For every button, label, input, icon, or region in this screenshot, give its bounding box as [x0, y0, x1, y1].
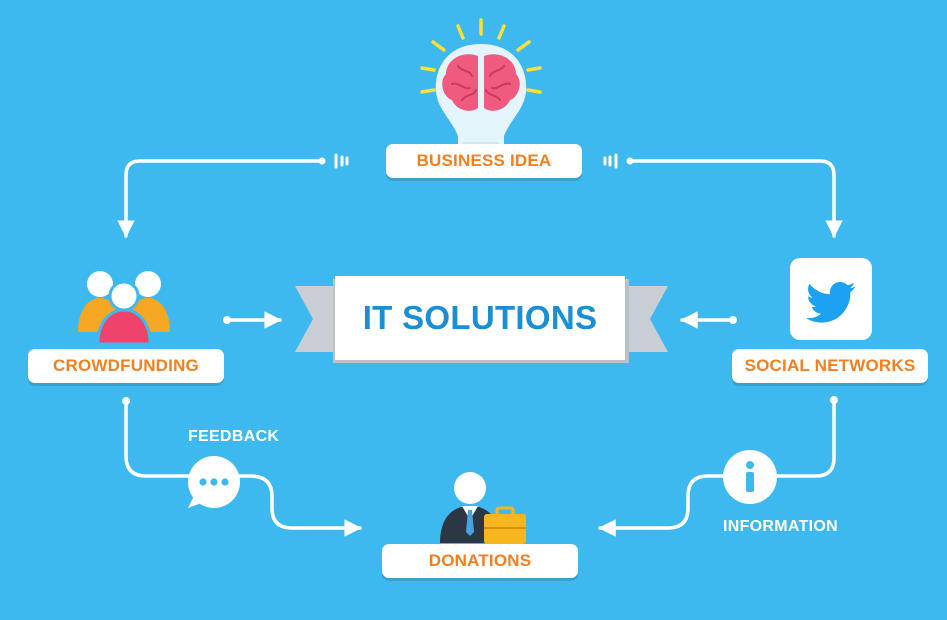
businessman-briefcase-icon — [440, 472, 526, 544]
social-networks-label: SOCIAL NETWORKS — [732, 349, 928, 383]
connector-idea-to-social — [630, 159, 843, 238]
donations-label: DONATIONS — [382, 544, 578, 578]
people-group-icon — [78, 271, 170, 346]
info-icon — [723, 450, 777, 504]
information-label: INFORMATION — [723, 518, 838, 535]
center-title: IT SOLUTIONS — [362, 299, 598, 336]
crowdfunding-label: CROWDFUNDING — [28, 349, 224, 383]
feedback-label: FEEDBACK — [188, 428, 280, 445]
connector-information — [598, 398, 836, 537]
center-ribbon — [295, 276, 668, 363]
business-idea-label: BUSINESS IDEA — [386, 144, 582, 178]
brain-lightbulb-icon — [420, 18, 542, 150]
chat-bubble-icon — [188, 456, 240, 508]
connector-idea-to-crowdfunding — [117, 159, 322, 238]
twitter-bird-icon — [790, 258, 872, 340]
connector-feedback — [124, 399, 362, 537]
